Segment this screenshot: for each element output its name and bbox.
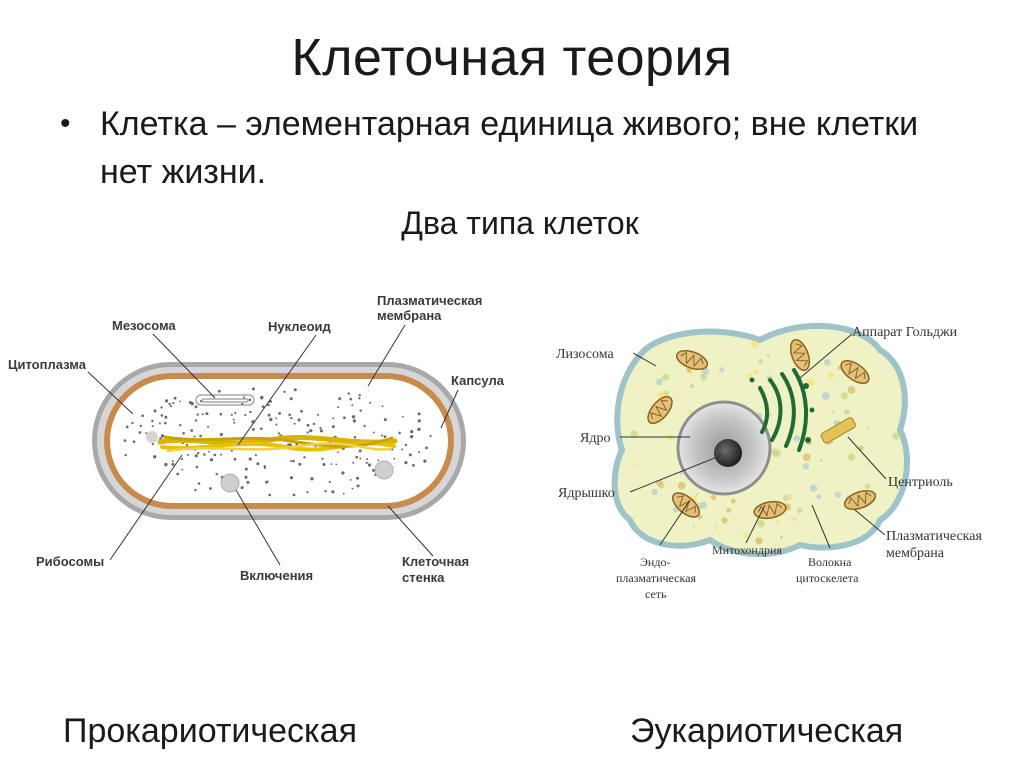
label-mesosome: Мезосома [112,318,176,333]
label-plasma-membrane-line1: Плазматическая [886,529,982,544]
label-lysosome: Лизосома [556,347,614,362]
mitochondrion [647,395,673,425]
mitochondrion [840,359,870,385]
label-cytoskeleton-line1: Волокна [808,555,852,569]
golgi-vesicles [749,377,815,443]
label-centriole: Центриоль [888,475,953,490]
label-cytoplasm: Цитоплазма [8,357,87,372]
mitochondrion [753,500,787,520]
mitochondrion [789,338,811,372]
label-cell-wall-line2: стенка [402,570,445,585]
prokaryote-illustration [92,362,466,520]
eukaryote-leader-lines [620,333,887,549]
slide-title: Клеточная теория [291,29,733,87]
nucleoid-shape [157,434,398,453]
bullet-dot-icon: • [60,107,71,140]
inclusion-body [220,473,240,493]
inclusion-body [374,460,394,480]
mitochondrion [675,349,709,371]
eukaryote-labels: Лизосома Аппарат Гольджи Ядро Ядрышко Це… [556,325,982,601]
inclusion-body [146,431,158,443]
label-er-line2: плазматическая [616,571,696,585]
label-er-line3: сеть [645,587,667,601]
label-mitochondria: Митохондрия [712,543,782,557]
label-capsule: Капсула [451,373,505,388]
label-inclusions: Включения [240,568,313,583]
bullet-text: Клетка – элементарная единица живого; вн… [100,105,919,191]
caption-eukaryotic: Эукариотическая [630,712,904,750]
label-ribosomes: Рибосомы [36,554,104,569]
label-er-line1: Эндо- [640,555,670,569]
label-nucleoid: Нуклеоид [268,319,332,334]
label-plasma-membrane-line1: Плазматическая [377,293,482,308]
label-cell-wall-line1: Клеточная [402,554,469,569]
caption-prokaryotic: Прокариотическая [63,712,357,750]
mitochondrion [843,489,877,511]
label-cytoskeleton-line2: цитоскелета [796,571,859,585]
subtitle: Два типа клеток [401,205,639,241]
label-golgi: Аппарат Гольджи [852,325,958,340]
centriole [820,417,856,444]
mitochondria-group [647,338,877,520]
eukaryote-illustration [611,322,910,558]
prokaryote-leader-lines [87,324,459,566]
nucleolus [714,439,742,467]
label-plasma-membrane-line2: мембрана [886,546,945,561]
label-nucleolus: Ядрышко [558,486,615,501]
mesosome-shape [195,394,255,406]
label-plasma-membrane-line2: мембрана [377,308,442,323]
prokaryote-labels: Мезосома Нуклеоид Плазматическая мембран… [8,293,505,585]
label-nucleus: Ядро [580,431,610,446]
golgi-apparatus [758,368,809,452]
